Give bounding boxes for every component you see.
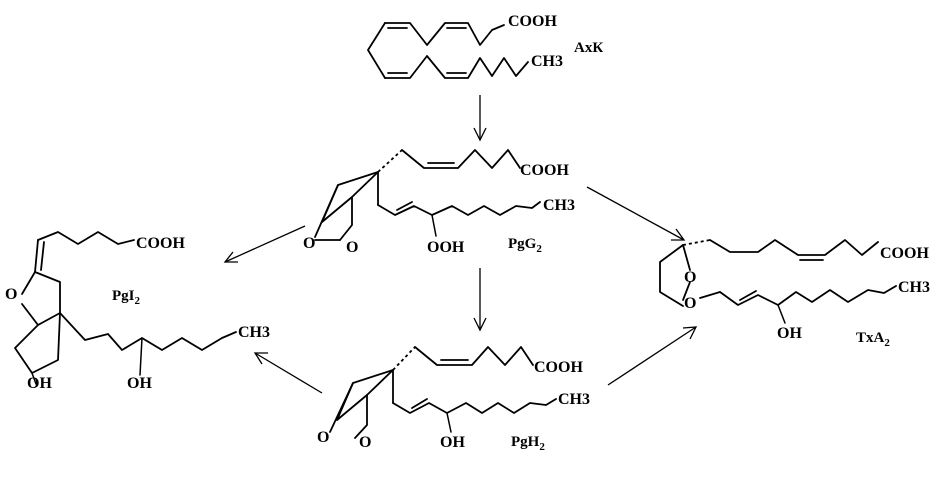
arrow-pgh2-to-pgi2 xyxy=(253,352,323,394)
pgi2-ring-oxygen: O xyxy=(5,286,17,303)
pgi2-structure: COOH CH3 O OH OH PgI2 xyxy=(5,231,270,392)
pgh2-cooh: COOH xyxy=(534,359,583,376)
pgg2-structure: COOH CH3 OOH O O PgG2 xyxy=(303,149,575,256)
txa2-label: TxA2 xyxy=(856,330,890,349)
aa-ch3: CH3 xyxy=(531,53,563,70)
arrow-aa-to-pgg2 xyxy=(473,95,487,142)
pgh2-o2: O xyxy=(359,434,371,451)
pgh2-label: PgH2 xyxy=(511,434,545,453)
pgi2-oh2: OH xyxy=(127,375,152,392)
arrow-pgg2-to-txa2 xyxy=(586,186,686,241)
txa2-ch3: CH3 xyxy=(898,279,930,296)
pgi2-oh1: OH xyxy=(27,375,52,392)
txa2-structure: COOH CH3 O O OH TxA2 xyxy=(659,239,930,349)
reaction-arrows xyxy=(223,95,698,394)
pgh2-ch3: CH3 xyxy=(558,391,590,408)
pgi2-cooh: COOH xyxy=(136,235,185,252)
pgg2-label: PgG2 xyxy=(508,236,542,255)
arrow-pgh2-to-txa2 xyxy=(607,326,698,386)
pgi2-ch3: CH3 xyxy=(238,324,270,341)
arrow-pgg2-to-pgh2 xyxy=(473,268,487,332)
txa2-o2: O xyxy=(684,295,696,312)
pgg2-ch3: CH3 xyxy=(543,197,575,214)
pgg2-cooh: COOH xyxy=(520,162,569,179)
txa2-oh: OH xyxy=(777,325,802,342)
arrow-pgg2-to-pgi2 xyxy=(223,225,306,263)
txa2-o1: O xyxy=(684,269,696,286)
aa-label: АхК xyxy=(574,40,603,56)
pgh2-oh: OH xyxy=(440,434,465,451)
pgi2-label: PgI2 xyxy=(112,288,141,307)
pgg2-o2: O xyxy=(346,239,358,256)
pgh2-structure: COOH CH3 OH O O PgH2 xyxy=(317,346,590,453)
txa2-cooh: COOH xyxy=(880,245,929,262)
pgg2-ooh: OOH xyxy=(427,239,465,256)
pgh2-o1: O xyxy=(317,429,329,446)
arachidonic-acid-structure: COOH CH3 АхК xyxy=(367,13,603,79)
aa-cooh: COOH xyxy=(508,13,557,30)
pgg2-o1: O xyxy=(303,235,315,252)
